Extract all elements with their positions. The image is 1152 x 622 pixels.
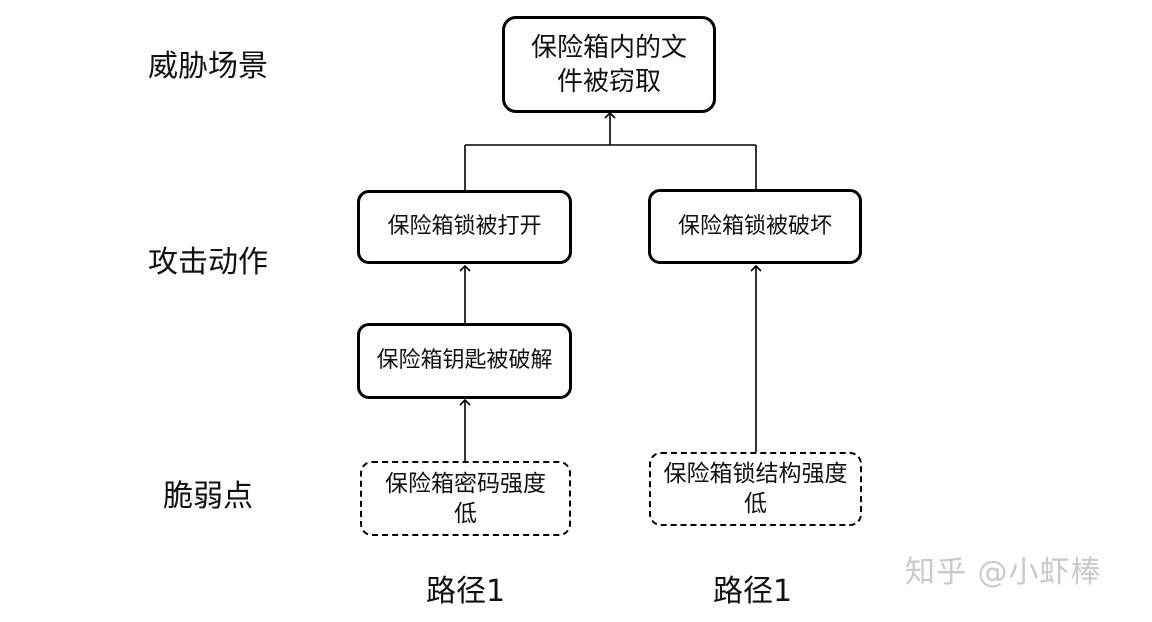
node-attack-lock-opened: 保险箱锁被打开 <box>357 190 572 264</box>
row-label-threat-scenario: 威胁场景 <box>148 49 268 84</box>
path-label-right: 路径1 <box>713 574 793 609</box>
watermark: 知乎 @小虾棒 <box>905 555 1102 590</box>
node-attack-lock-broken-label: 保险箱锁被破坏 <box>677 213 832 239</box>
node-attack-lock-broken: 保险箱锁被破坏 <box>648 189 862 264</box>
node-vuln-weak-lock-structure-label: 保险箱锁结构强度低 <box>663 461 848 517</box>
row-label-vulnerability: 脆弱点 <box>163 479 253 514</box>
node-attack-key-cracked-label: 保险箱钥匙被破解 <box>376 348 553 373</box>
node-attack-lock-opened-label: 保险箱锁被打开 <box>387 214 542 239</box>
node-threat-files-stolen: 保险箱内的文件被窃取 <box>502 16 716 113</box>
node-vuln-weak-password: 保险箱密码强度低 <box>360 461 571 536</box>
path-label-left: 路径1 <box>426 574 506 609</box>
node-threat-files-stolen-label: 保险箱内的文件被窃取 <box>530 32 687 97</box>
node-vuln-weak-password-label: 保险箱密码强度低 <box>385 470 546 527</box>
row-label-attack-action: 攻击动作 <box>148 245 268 280</box>
node-vuln-weak-lock-structure: 保险箱锁结构强度低 <box>649 452 862 526</box>
node-attack-key-cracked: 保险箱钥匙被破解 <box>357 323 572 399</box>
